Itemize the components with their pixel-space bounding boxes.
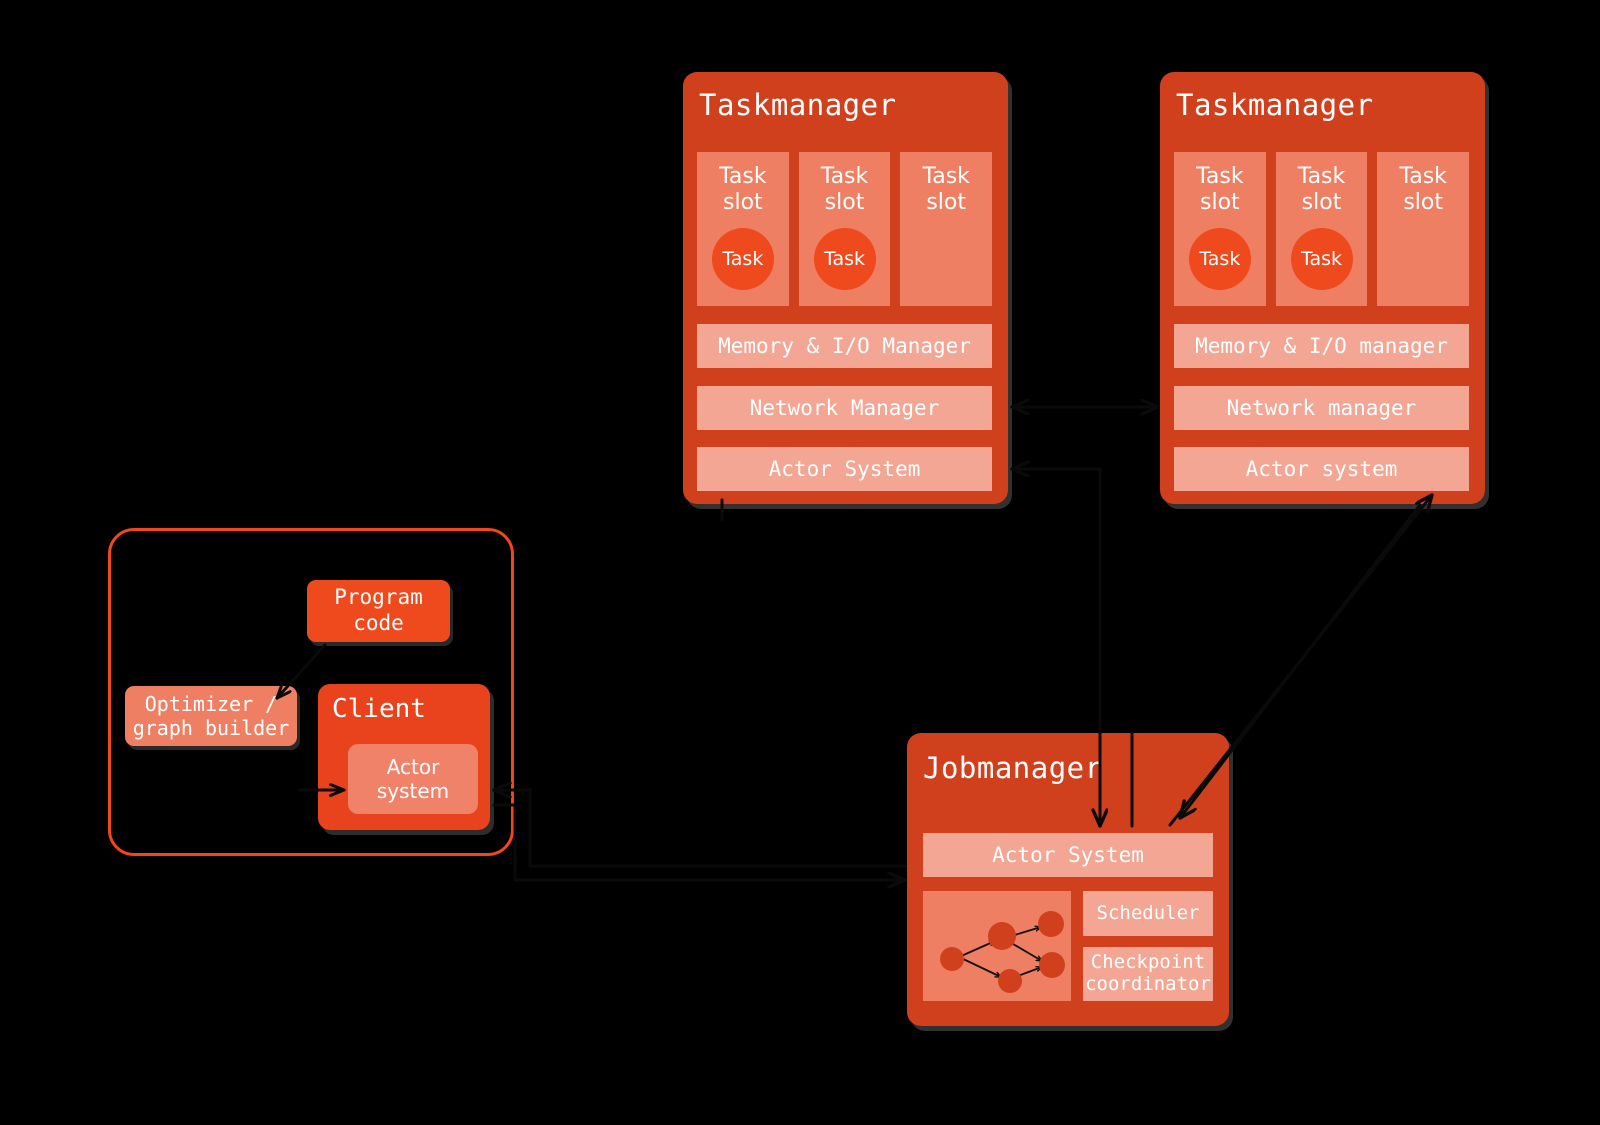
- arrow-client-to-jobmanager: [492, 803, 905, 880]
- memory-io-manager-bar[interactable]: Memory & I/O Manager: [697, 324, 992, 368]
- optimizer-line1: Optimizer /: [144, 691, 278, 716]
- task-slot[interactable]: Task slot Task: [1275, 152, 1368, 306]
- taskmanager-1-slots: Task slot Task Task slot Task Task slot: [697, 152, 993, 306]
- task-slot-empty[interactable]: Task slot: [1377, 152, 1470, 306]
- taskmanager-2-title: Taskmanager: [1176, 88, 1374, 122]
- task-slot-label-line2: slot: [1200, 189, 1240, 215]
- client-actor-system-line1: Actor: [386, 755, 440, 779]
- jobmanager[interactable]: Jobmanager Actor System: [907, 733, 1229, 1026]
- dataflow-graph-panel[interactable]: [923, 891, 1071, 1001]
- arrow-jobmanager-to-client: [494, 790, 907, 868]
- task-slot-label-line2: slot: [1403, 189, 1444, 215]
- task-slot-label-line1: Task: [922, 164, 970, 189]
- dataflow-graph-icon: [940, 911, 1065, 993]
- actor-system-bar[interactable]: Actor System: [697, 447, 992, 491]
- memory-io-manager-bar[interactable]: Memory & I/O manager: [1174, 324, 1469, 368]
- network-manager-bar[interactable]: Network Manager: [697, 386, 992, 430]
- optimizer-graph-builder-box[interactable]: Optimizer / graph builder: [125, 686, 297, 746]
- task-slot-empty[interactable]: Task slot: [900, 152, 993, 306]
- task-slot-label-line1: Task: [1399, 164, 1447, 189]
- task-slot-label: Task slot: [1399, 164, 1446, 216]
- optimizer-line2: graph builder: [132, 716, 290, 740]
- task-slot-label: Task slot: [1196, 164, 1243, 216]
- client-box[interactable]: Client Actor system: [318, 684, 490, 830]
- task-slot-label: Task slot: [1298, 164, 1345, 216]
- task-slot-label-line2: slot: [1301, 189, 1342, 215]
- actor-system-bar[interactable]: Actor system: [1174, 447, 1469, 491]
- task-slot-label: Task slot: [821, 164, 868, 216]
- program-code-line1: Program: [334, 585, 423, 610]
- taskmanager-1-title: Taskmanager: [699, 88, 897, 122]
- checkpoint-coordinator-line2: coordinator: [1085, 973, 1211, 995]
- checkpoint-coordinator-line1: Checkpoint: [1090, 951, 1206, 974]
- task-slot-label: Task slot: [922, 164, 969, 216]
- client-group-outline: [108, 528, 514, 856]
- task-circle[interactable]: Task: [813, 228, 876, 290]
- taskmanager-2-slots: Task slot Task Task slot Task Task slot: [1174, 152, 1470, 306]
- taskmanager-2[interactable]: Taskmanager Task slot Task Task slot Tas…: [1160, 72, 1485, 504]
- task-slot-label-line2: slot: [824, 189, 865, 215]
- task-slot[interactable]: Task slot Task: [697, 152, 789, 306]
- task-slot-label: Task slot: [719, 164, 766, 216]
- client-title: Client: [332, 694, 426, 724]
- task-slot-label-line2: slot: [926, 189, 967, 215]
- task-slot-label-line1: Task: [1297, 164, 1346, 189]
- task-slot-label-line1: Task: [719, 164, 767, 189]
- taskmanager-1[interactable]: Taskmanager Task slot Task Task slot Tas…: [683, 72, 1008, 504]
- program-code-box[interactable]: Program code: [307, 580, 450, 642]
- client-actor-system-box[interactable]: Actor system: [348, 744, 478, 814]
- task-circle[interactable]: Task: [1290, 228, 1353, 290]
- task-circle[interactable]: Task: [1188, 228, 1251, 290]
- network-manager-bar[interactable]: Network manager: [1174, 386, 1469, 430]
- task-circle[interactable]: Task: [711, 228, 774, 290]
- scheduler-box[interactable]: Scheduler: [1083, 891, 1213, 936]
- task-slot[interactable]: Task slot Task: [798, 152, 891, 306]
- task-slot-label-line1: Task: [820, 164, 869, 189]
- task-slot[interactable]: Task slot Task: [1174, 152, 1266, 306]
- program-code-line2: code: [353, 611, 404, 635]
- task-slot-label-line2: slot: [723, 189, 763, 215]
- jobmanager-actor-system-bar[interactable]: Actor System: [923, 833, 1213, 877]
- checkpoint-coordinator-box[interactable]: Checkpoint coordinator: [1083, 947, 1213, 1001]
- jobmanager-title: Jobmanager: [923, 751, 1103, 785]
- client-actor-system-line2: system: [376, 779, 450, 803]
- task-slot-label-line1: Task: [1196, 164, 1244, 189]
